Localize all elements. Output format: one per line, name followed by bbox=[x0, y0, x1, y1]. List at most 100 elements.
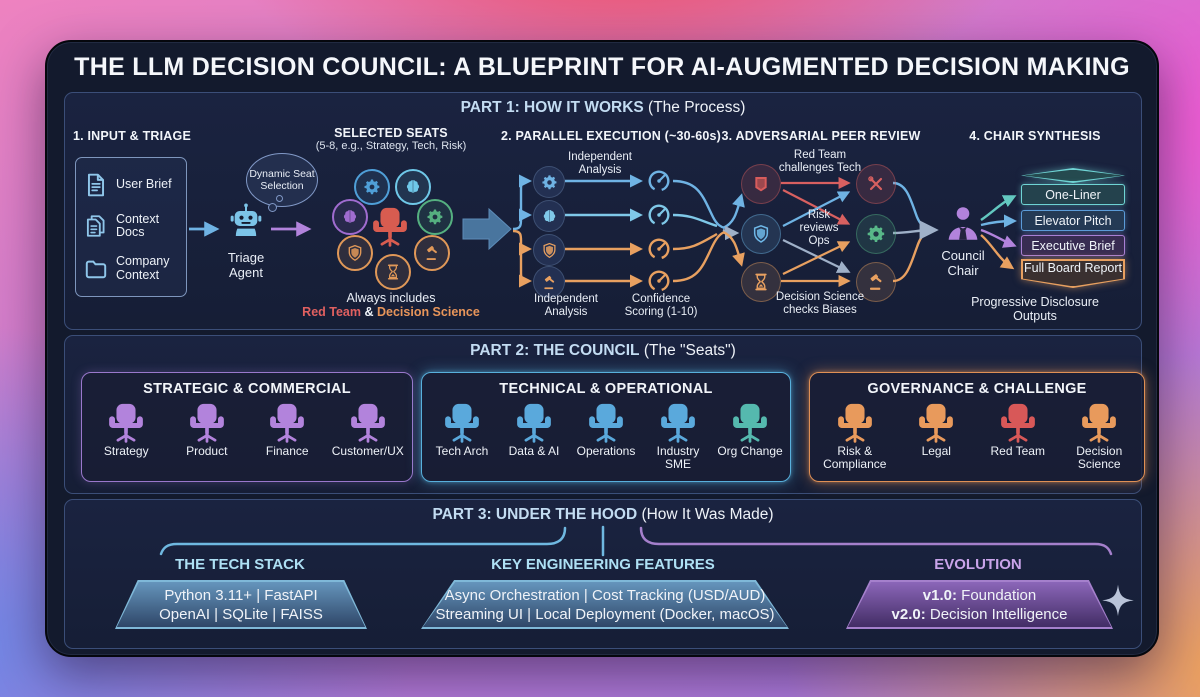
group-title: TECHNICAL & OPERATIONAL bbox=[499, 381, 713, 397]
gauge-icon bbox=[646, 202, 672, 228]
tech-stack-line: OpenAI | SQLite | FAISS bbox=[159, 605, 323, 623]
seat-tech-arch: Tech Arch bbox=[426, 401, 498, 458]
step4-header: 4. CHAIR SYNTHESIS bbox=[969, 129, 1101, 143]
output-elevator-pitch: Elevator Pitch bbox=[1021, 210, 1125, 231]
office-chair-icon bbox=[512, 401, 556, 445]
risk-reviews-label: Risk reviews Ops bbox=[799, 209, 839, 248]
always-includes-accents: Red Team & Decision Science bbox=[301, 305, 481, 319]
input-item-company-context: Company Context bbox=[83, 254, 179, 283]
flow-lines bbox=[189, 174, 1017, 288]
progressive-disclosure-caption: Progressive Disclosure Outputs bbox=[971, 295, 1099, 324]
group-title: GOVERNANCE & CHALLENGE bbox=[867, 381, 1087, 397]
part3-panel: PART 3: UNDER THE HOOD (How It Was Made)… bbox=[64, 499, 1142, 649]
part1-panel: PART 1: HOW IT WORKS (The Process) bbox=[64, 92, 1142, 330]
evolution-header: EVOLUTION bbox=[934, 556, 1022, 573]
main-card: THE LLM DECISION COUNCIL: A BLUEPRINT FO… bbox=[45, 40, 1159, 657]
seat-strategy: Strategy bbox=[88, 401, 164, 458]
evolution-line-v1: v1.0: Foundation bbox=[922, 586, 1037, 604]
gavel-icon bbox=[423, 244, 441, 262]
office-chair-icon bbox=[368, 205, 412, 249]
output-full-board-report: Full Board Report bbox=[1021, 259, 1125, 288]
seat-data-ai: Data & AI bbox=[498, 401, 570, 458]
office-chair-icon bbox=[914, 401, 958, 445]
banner-icon bbox=[751, 174, 771, 194]
risk-shield bbox=[741, 214, 781, 254]
part2-title: PART 2: THE COUNCIL (The "Seats") bbox=[65, 342, 1141, 360]
seat-legal: Legal bbox=[898, 401, 974, 458]
step3-header: 3. ADVERSARIAL PEER REVIEW bbox=[721, 129, 921, 143]
office-chair-icon bbox=[346, 401, 390, 445]
seat-finance: Finance bbox=[249, 401, 325, 458]
seat-customer-ux: Customer/UX bbox=[330, 401, 406, 458]
folder-icon bbox=[83, 256, 109, 282]
part1-title-sub: (The Process) bbox=[648, 99, 746, 116]
always-includes-label: Always includes bbox=[346, 291, 436, 305]
crossed-tools-icon bbox=[866, 174, 886, 194]
output-stack-top-face bbox=[1021, 168, 1125, 183]
selected-seats-subheader: (5-8, e.g., Strategy, Tech, Risk) bbox=[315, 140, 467, 152]
independent-analysis-top: Independent Analysis bbox=[568, 151, 632, 177]
red-team-label: Red Team bbox=[302, 305, 361, 319]
output-label: Full Board Report bbox=[1024, 261, 1122, 275]
seat-operations: Operations bbox=[570, 401, 642, 458]
input-item-label: Context Docs bbox=[116, 211, 160, 240]
gavel-icon bbox=[541, 274, 558, 291]
engineering-features-header: KEY ENGINEERING FEATURES bbox=[491, 556, 715, 573]
seat-org-change: Org Change bbox=[714, 401, 786, 458]
gear-icon bbox=[541, 174, 558, 191]
bracket-lines bbox=[159, 525, 1113, 557]
evolution-block: v1.0: Foundation v2.0: Decision Intellig… bbox=[846, 580, 1113, 629]
tech-stack-header: THE TECH STACK bbox=[175, 556, 305, 573]
selected-seats-header: SELECTED SEATS bbox=[334, 126, 448, 140]
confidence-scoring-label: Confidence Scoring (1-10) bbox=[624, 293, 698, 319]
seat-gear-green bbox=[417, 199, 453, 235]
seat-shield-orange bbox=[337, 235, 373, 271]
part2-title-sub: (The "Seats") bbox=[643, 342, 736, 359]
part2-title-strong: PART 2: THE COUNCIL bbox=[470, 342, 640, 359]
shield-icon bbox=[541, 242, 558, 259]
office-chair-icon bbox=[1077, 401, 1121, 445]
council-chair-label: Council Chair bbox=[941, 248, 985, 278]
engineering-features-line: Async Orchestration | Cost Tracking (USD… bbox=[444, 586, 766, 604]
shield-icon bbox=[751, 224, 771, 244]
office-chair-icon bbox=[728, 401, 772, 445]
independent-analysis-bottom: Independent Analysis bbox=[534, 293, 598, 319]
gauge-icon bbox=[646, 168, 672, 194]
engineering-features-line: Streaming UI | Local Deployment (Docker,… bbox=[435, 605, 775, 623]
group-strategic-commercial: STRATEGIC & COMMERCIAL Strategy Product … bbox=[81, 372, 413, 482]
input-item-label: User Brief bbox=[116, 176, 172, 191]
thought-cloud-dot bbox=[268, 203, 277, 212]
output-one-liner: One-Liner bbox=[1021, 184, 1125, 205]
gear-icon bbox=[426, 208, 444, 226]
sparkle-icon bbox=[1097, 582, 1139, 624]
office-chair-icon bbox=[185, 401, 229, 445]
input-item-context-docs: Context Docs bbox=[83, 211, 179, 241]
part1-title-strong: PART 1: HOW IT WORKS bbox=[460, 99, 644, 116]
tech-tools bbox=[856, 164, 896, 204]
office-chair-icon bbox=[440, 401, 484, 445]
hourglass-icon bbox=[384, 263, 402, 281]
office-chair-icon bbox=[584, 401, 628, 445]
triage-agent-label: Triage Agent bbox=[227, 250, 265, 280]
group-title: STRATEGIC & COMMERCIAL bbox=[143, 381, 351, 397]
gauge-icon bbox=[646, 268, 672, 294]
ops-gear bbox=[856, 214, 896, 254]
agent-shield bbox=[533, 234, 565, 266]
output-executive-brief: Executive Brief bbox=[1021, 235, 1125, 256]
step2-header: 2. PARALLEL EXECUTION (~30-60s) bbox=[500, 129, 722, 143]
shield-icon bbox=[346, 244, 364, 262]
seat-brain-purple bbox=[332, 199, 368, 235]
seat-risk-compliance: Risk & Compliance bbox=[817, 401, 893, 472]
engineering-features-block: Async Orchestration | Cost Tracking (USD… bbox=[421, 580, 789, 629]
agent-gear bbox=[533, 166, 565, 198]
part3-title-strong: PART 3: UNDER THE HOOD bbox=[432, 506, 638, 523]
tech-stack-line: Python 3.11+ | FastAPI bbox=[164, 586, 318, 604]
brain-icon bbox=[404, 178, 422, 196]
office-chair-icon bbox=[833, 401, 877, 445]
thought-cloud-dot bbox=[276, 195, 283, 202]
seat-decision-science: Decision Science bbox=[1061, 401, 1137, 472]
part3-title: PART 3: UNDER THE HOOD (How It Was Made) bbox=[65, 506, 1141, 524]
documents-icon bbox=[83, 213, 109, 239]
agent-gavel bbox=[533, 266, 565, 298]
